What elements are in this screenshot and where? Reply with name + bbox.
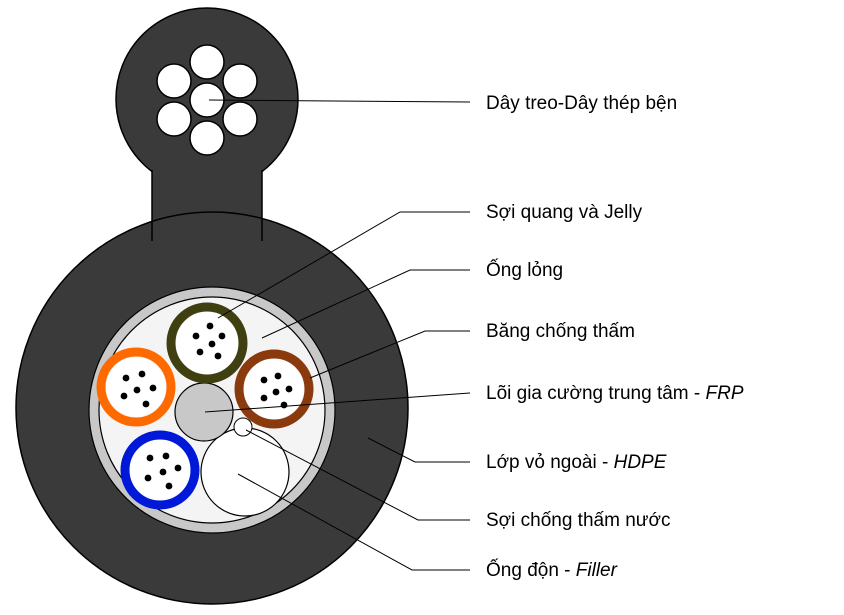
steel-wire: [156, 101, 192, 137]
leader-line-messenger: [208, 99, 471, 103]
label-fiber-jelly: Sợi quang và Jelly: [486, 202, 643, 223]
label-filler: Ống độn - Filler: [486, 559, 618, 581]
steel-wire: [189, 120, 225, 156]
fiber: [120, 392, 128, 400]
loose-tube-inner: [130, 440, 190, 500]
label-water-yarn: Sợi chống thấm nước: [486, 510, 670, 531]
fiber: [133, 386, 141, 394]
fiber: [260, 394, 268, 402]
frp-central-member: [174, 382, 234, 442]
fiber: [146, 454, 154, 462]
loose-tube-inner: [176, 312, 238, 374]
leader-line-loose-tube: [261, 269, 470, 339]
fiber: [280, 401, 288, 409]
fiber: [142, 400, 150, 408]
loose-tube-inner: [244, 359, 304, 419]
leader-lines: [204, 99, 471, 571]
fiber: [285, 385, 293, 393]
fiber: [138, 370, 146, 378]
fiber: [196, 348, 204, 356]
leader-line-frp: [204, 392, 471, 413]
leader-line-sheath: [367, 437, 470, 463]
steel-wire: [189, 44, 225, 80]
leader-line-fiber-jelly: [217, 211, 470, 319]
fiber: [192, 332, 200, 340]
loose-tube-wall: [120, 430, 200, 510]
leader-line-water-tape: [309, 330, 470, 379]
fiber: [122, 374, 130, 382]
loose-tube-wall: [166, 302, 248, 384]
labels: Dây treo-Dây thép bện Sợi quang và Jelly…: [486, 93, 744, 581]
fiber: [274, 372, 282, 380]
messenger-steel-strands: [156, 44, 258, 156]
label-loose-tube: Ống lỏng: [486, 259, 563, 281]
loose-tube-wall: [96, 347, 176, 427]
label-messenger: Dây treo-Dây thép bện: [486, 93, 677, 114]
fiber: [174, 464, 182, 472]
steel-wire: [222, 63, 258, 99]
fiber: [206, 322, 214, 330]
fiber: [165, 482, 173, 490]
water-swellable-yarn: [233, 417, 253, 437]
label-sheath-text: Lớp vỏ ngoài -: [486, 452, 614, 473]
label-frp-italic: FRP: [706, 383, 744, 404]
label-water-tape: Băng chống thấm: [486, 321, 635, 342]
fiber: [208, 340, 216, 348]
label-sheath-italic: HDPE: [614, 452, 667, 473]
label-filler-italic: Filler: [576, 560, 618, 581]
fiber: [218, 332, 226, 340]
loose-tube-brown: [234, 349, 314, 429]
fiber: [214, 352, 222, 360]
fiber: [162, 452, 170, 460]
fiber: [144, 474, 152, 482]
label-frp: Lõi gia cường trung tâm - FRP: [486, 383, 744, 404]
fiber: [260, 376, 268, 384]
label-sheath: Lớp vỏ ngoài - HDPE: [486, 452, 667, 473]
steel-wire: [222, 101, 258, 137]
fiber: [159, 468, 167, 476]
loose-tube-olive: [166, 302, 248, 384]
leader-line-water-yarn: [245, 429, 470, 521]
label-filler-text: Ống độn -: [486, 559, 576, 581]
fiber: [149, 384, 157, 392]
leader-line-filler: [237, 473, 470, 571]
steel-wire: [156, 63, 192, 99]
label-frp-text: Lõi gia cường trung tâm -: [486, 383, 706, 404]
loose-tube-wall: [234, 349, 314, 429]
filler-rod: [200, 427, 290, 517]
fiber: [272, 388, 280, 396]
loose-tube-blue: [120, 430, 200, 510]
